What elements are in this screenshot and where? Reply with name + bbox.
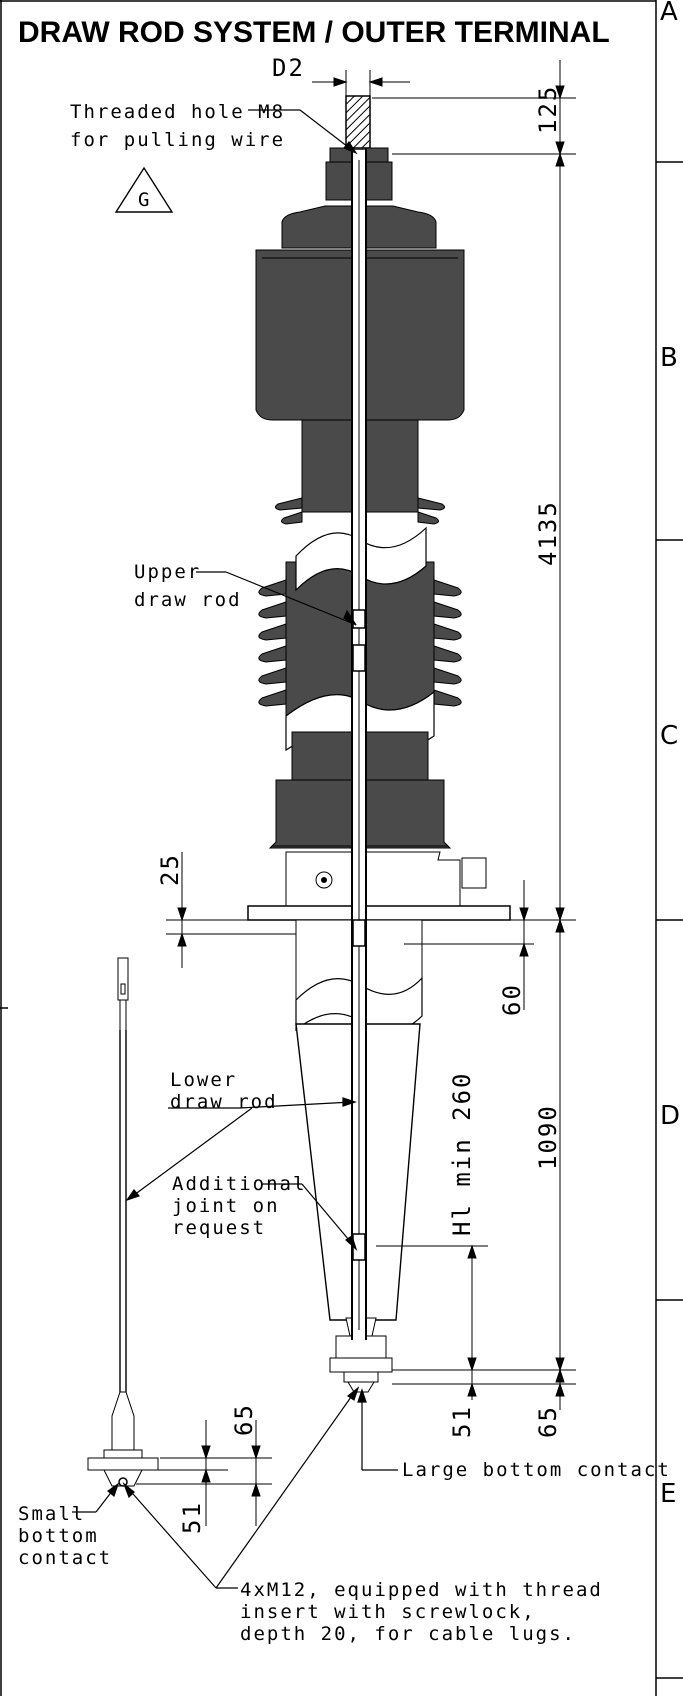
callout-m12-line2: insert with screwlock,	[240, 1601, 536, 1623]
drawing-title: DRAW ROD SYSTEM / OUTER TERMINAL	[18, 16, 610, 49]
callout-lower-rod-line2: draw rod	[170, 1091, 278, 1113]
zone-letter-a: A	[660, 0, 678, 27]
side-box	[461, 857, 487, 889]
rod-joint-2	[352, 644, 366, 672]
small-rod-top	[117, 957, 129, 1001]
dim-60: 60	[498, 983, 526, 1016]
zone-letter-b: B	[660, 343, 678, 373]
dim-small-lines	[136, 1420, 272, 1526]
dim-hl-lines	[376, 1244, 488, 1400]
rod-joint-3	[352, 919, 366, 947]
dim-hl-min: Hl min 260	[448, 1072, 476, 1237]
callout-small-contact-line2: bottom	[18, 1525, 99, 1547]
bottom-disk	[343, 1371, 379, 1383]
zone-letter-d: D	[660, 1101, 680, 1131]
callout-small-contact-line3: contact	[18, 1547, 112, 1569]
zone-letter-e: E	[660, 1479, 676, 1509]
callout-upper-rod-line2: draw rod	[134, 589, 242, 611]
dim-60-lines	[404, 880, 534, 1010]
dim-65-left: 65	[230, 1403, 258, 1436]
terminal-assembly	[247, 95, 511, 1393]
right-dimension-chain	[372, 60, 576, 1410]
d2-dimension	[312, 70, 410, 96]
revision-triangle-label: G	[138, 189, 151, 211]
dim-25: 25	[156, 853, 184, 886]
callout-m12-line1: 4xM12, equipped with thread	[240, 1579, 603, 1601]
large-bottom-contact	[347, 1381, 375, 1393]
callout-large-contact: Large bottom contact	[402, 1459, 671, 1481]
small-rod-plate	[87, 1457, 159, 1471]
callout-joint-line1: Additional	[172, 1173, 306, 1195]
flange-section	[285, 851, 461, 907]
zone-letter-c: C	[660, 721, 678, 751]
revision-triangle	[114, 166, 174, 213]
dim-65-right: 65	[534, 1405, 562, 1438]
callout-leaders	[72, 109, 398, 1589]
bottom-fitting-body	[335, 1335, 387, 1359]
callout-joint-line3: request	[172, 1217, 266, 1239]
mounting-flange	[247, 905, 511, 921]
bottom-plate	[329, 1357, 393, 1373]
small-draw-rod	[87, 957, 159, 1487]
dim-1090: 1090	[534, 1104, 562, 1170]
callout-small-contact-line1: Small	[18, 1503, 85, 1525]
callout-threaded-hole-line1: Threaded hole M8	[70, 101, 285, 123]
dim-25-lines	[166, 852, 296, 968]
callout-lower-rod-line1: Lower	[170, 1069, 237, 1091]
upper-sheds	[274, 497, 446, 525]
middle-sheds	[258, 579, 462, 707]
small-rod-cone	[111, 1391, 135, 1451]
callout-joint-line2: joint on	[172, 1195, 280, 1217]
hatched-top-rod	[345, 95, 371, 149]
rod-joint-1	[352, 609, 366, 629]
d2-label: D2	[272, 54, 305, 82]
callout-threaded-hole-line2: for pulling wire	[70, 129, 285, 151]
dim-51-left: 51	[178, 1501, 206, 1534]
dim-125: 125	[534, 85, 562, 134]
dim-51-right: 51	[448, 1405, 476, 1438]
dim-4135: 4135	[534, 500, 562, 566]
callout-upper-rod-line1: Upper	[134, 561, 201, 583]
callout-m12-line3: depth 20, for cable lugs.	[240, 1623, 576, 1645]
